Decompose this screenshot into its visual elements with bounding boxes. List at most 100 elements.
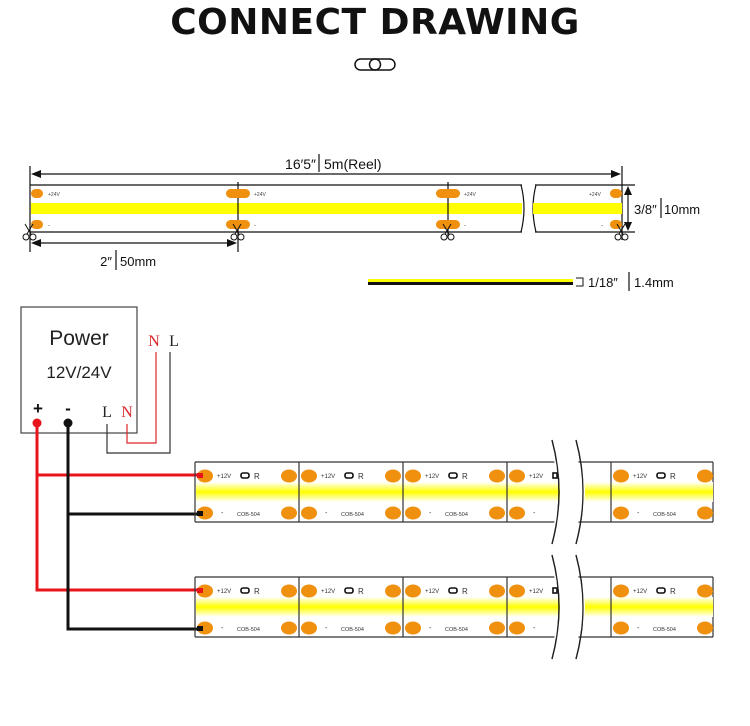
pad-label-positive: +24V xyxy=(254,192,266,198)
title-ornament-icon xyxy=(354,58,396,71)
solder-pad xyxy=(281,584,297,598)
solder-pad xyxy=(301,469,317,483)
segment-negative-label: - xyxy=(533,625,536,632)
solder-pad xyxy=(509,469,525,483)
solder-pad xyxy=(489,584,505,598)
arrow-left-icon xyxy=(31,239,41,247)
arrow-up-icon xyxy=(624,186,632,195)
solder-pad xyxy=(509,584,525,598)
negative-wire-end xyxy=(197,511,203,516)
solder-pad xyxy=(405,584,421,598)
solder-pad xyxy=(385,469,401,483)
solder-pad xyxy=(697,469,713,483)
led-line xyxy=(533,203,622,214)
terminal-N-label: N xyxy=(121,404,133,421)
segment-resistor-label: R xyxy=(462,472,468,481)
segment-negative-label: - xyxy=(325,625,328,632)
segment-positive-label: +12V xyxy=(425,474,439,480)
segment-negative-label: - xyxy=(429,510,432,517)
solder-pad xyxy=(281,469,297,483)
positive-wire xyxy=(35,423,200,592)
solder-pad xyxy=(31,220,43,229)
break-gap xyxy=(554,461,585,523)
segment-positive-label: +12V xyxy=(633,589,647,595)
segment-resistor-label: R xyxy=(670,587,676,596)
solder-pad xyxy=(405,621,421,635)
solder-pad xyxy=(301,621,317,635)
solder-pad xyxy=(405,469,421,483)
solder-pad xyxy=(509,506,525,520)
solder-pad xyxy=(301,506,317,520)
led-strip: +12V-RCOB-504+12V-RCOB-504+12V-RCOB-504+… xyxy=(194,439,714,545)
mains-neutral-wire xyxy=(126,352,157,444)
solder-pad xyxy=(281,506,297,520)
segment-positive-label: +12V xyxy=(217,589,231,595)
solder-pad xyxy=(697,584,713,598)
solder-pad xyxy=(385,584,401,598)
thickness-led-layer xyxy=(368,279,573,282)
solder-pad xyxy=(489,506,505,520)
mains-N-label: N xyxy=(148,333,160,350)
led-line xyxy=(578,482,713,502)
break-gap xyxy=(554,576,585,638)
solder-pad xyxy=(613,506,629,520)
solder-pad xyxy=(436,189,460,198)
solder-pad xyxy=(226,220,250,229)
terminal-positive-label: + xyxy=(33,399,43,418)
solder-pad xyxy=(281,621,297,635)
segment-negative-label: - xyxy=(325,510,328,517)
solder-pad xyxy=(489,621,505,635)
segment-model-label: COB-504 xyxy=(653,627,676,633)
segment-negative-label: - xyxy=(533,510,536,517)
led-line xyxy=(196,482,560,502)
break-mark xyxy=(551,554,560,660)
segment-positive-label: +12V xyxy=(633,474,647,480)
thickness-bracket-icon xyxy=(576,277,584,287)
segment-negative-label: - xyxy=(221,625,224,632)
solder-pad xyxy=(197,506,213,520)
led-line xyxy=(196,597,560,617)
segment-negative-label: - xyxy=(637,510,640,517)
power-title: Power xyxy=(49,327,109,350)
power-supply: Power 12V/24V + - L N N L xyxy=(20,306,179,454)
pad-label-negative: - xyxy=(254,223,256,229)
segment-resistor-label: R xyxy=(670,472,676,481)
negative-wire-end xyxy=(197,626,203,631)
arrow-down-icon xyxy=(624,222,632,231)
cut-length-imperial: 2″ xyxy=(100,254,112,269)
solder-pad xyxy=(405,506,421,520)
segment-model-label: COB-504 xyxy=(341,512,364,518)
led-line xyxy=(578,597,713,617)
thickness-metric: 1.4mm xyxy=(634,275,674,290)
width-imperial: 3/8″ xyxy=(634,202,657,217)
pad-label-positive: +24V xyxy=(48,192,60,198)
total-length-metric: 5m(Reel) xyxy=(324,156,382,172)
cut-length-metric: 50mm xyxy=(120,254,156,269)
solder-pad xyxy=(31,189,43,198)
segment-resistor-label: R xyxy=(358,587,364,596)
solder-pad xyxy=(436,220,460,229)
solder-pad xyxy=(197,584,213,598)
segment-model-label: COB-504 xyxy=(445,512,468,518)
resistor-icon xyxy=(240,472,250,479)
solder-pad xyxy=(697,506,713,520)
solder-pad xyxy=(385,621,401,635)
resistor-icon xyxy=(552,472,558,479)
total-length-imperial: 16′5″ xyxy=(285,156,316,172)
solder-pad xyxy=(610,189,622,198)
solder-pad xyxy=(610,220,622,229)
segment-negative-label: - xyxy=(221,510,224,517)
resistor-icon xyxy=(656,472,666,479)
page-title: CONNECT DRAWING xyxy=(170,2,580,43)
segment-resistor-label: R xyxy=(358,472,364,481)
solder-pad xyxy=(613,469,629,483)
segment-resistor-label: R xyxy=(254,587,260,596)
break-mark xyxy=(551,439,560,545)
power-supply-box xyxy=(20,306,138,434)
segment-model-label: COB-504 xyxy=(237,627,260,633)
resistor-icon xyxy=(448,472,458,479)
solder-pad xyxy=(509,621,525,635)
solder-pad xyxy=(385,506,401,520)
resistor-icon xyxy=(448,587,458,594)
solder-pad xyxy=(613,584,629,598)
